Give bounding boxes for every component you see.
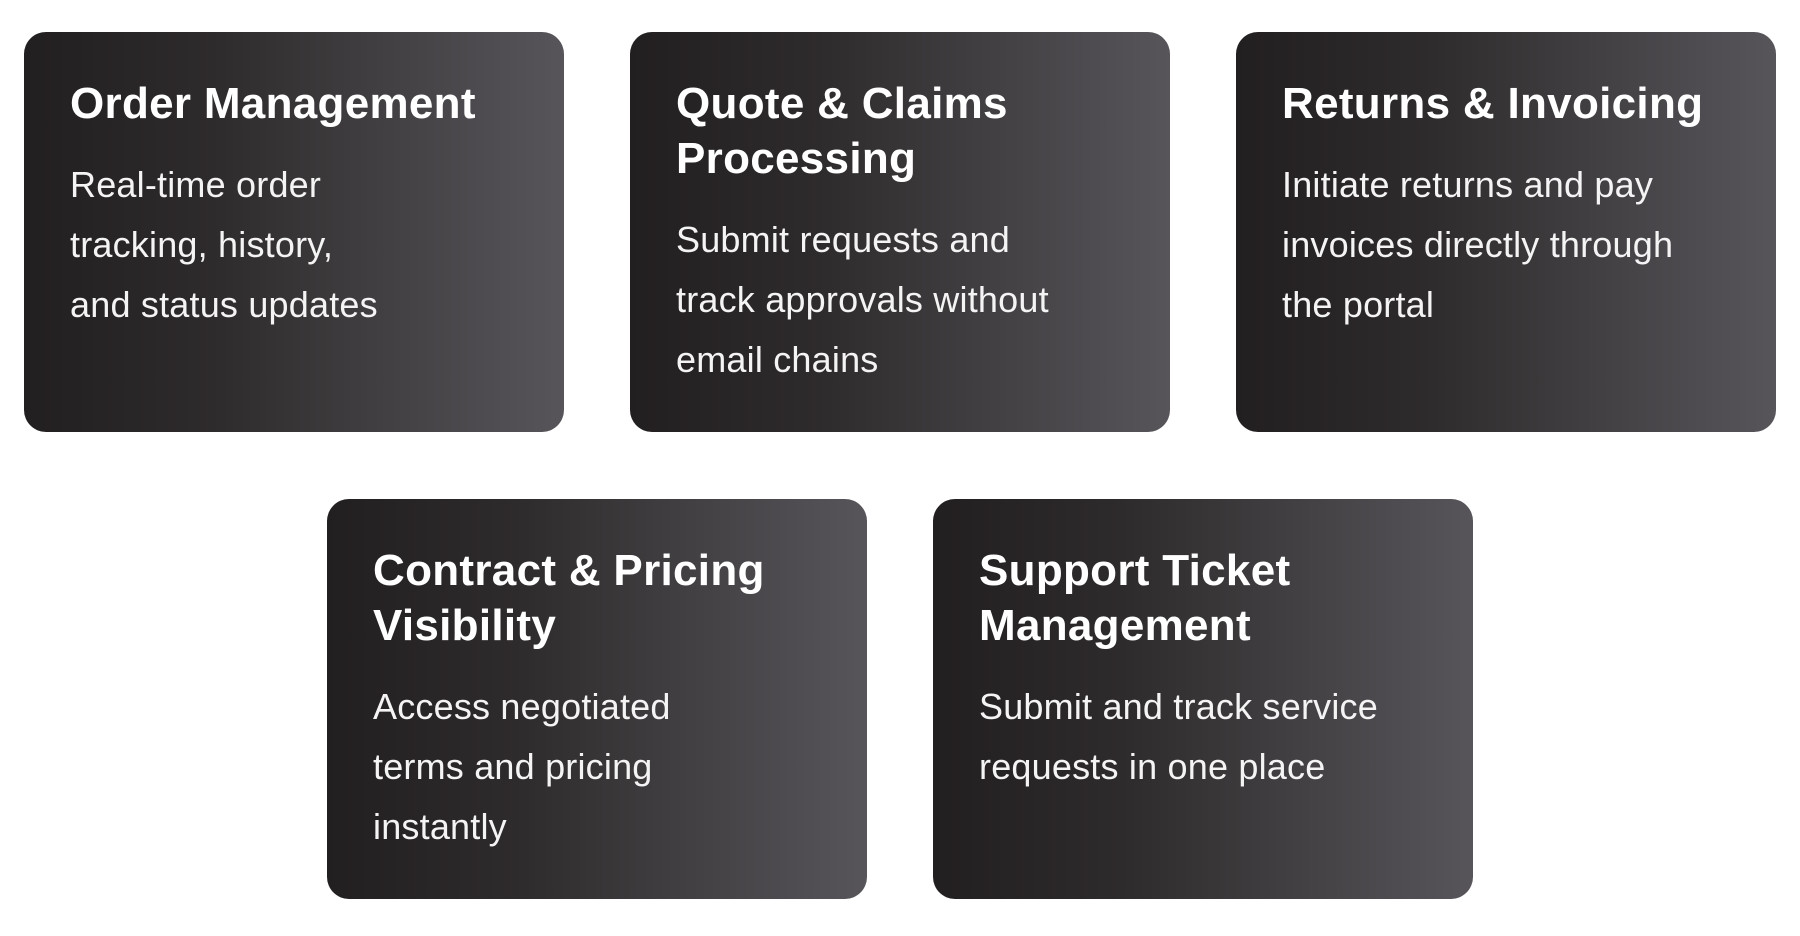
card-title: Support Ticket Management xyxy=(979,546,1291,650)
card-title: Returns & Invoicing xyxy=(1282,79,1704,128)
feature-card-quote-claims-processing: Quote & Claims Processing Submit request… xyxy=(630,32,1170,432)
card-description: Submit and track service requests in one… xyxy=(979,686,1378,787)
feature-card-returns-invoicing: Returns & Invoicing Initiate returns and… xyxy=(1236,32,1776,432)
feature-card-support-ticket-management: Support Ticket Management Submit and tra… xyxy=(933,499,1473,899)
features-row-bottom: Contract & Pricing Visibility Access neg… xyxy=(0,499,1800,899)
card-title: Contract & Pricing Visibility xyxy=(373,546,765,650)
feature-card-contract-pricing-visibility: Contract & Pricing Visibility Access neg… xyxy=(327,499,867,899)
card-title: Order Management xyxy=(70,79,476,128)
card-description: Submit requests and track approvals with… xyxy=(676,219,1049,380)
card-title: Quote & Claims Processing xyxy=(676,79,1008,183)
feature-card-order-management: Order Management Real-time order trackin… xyxy=(24,32,564,432)
features-row-top: Order Management Real-time order trackin… xyxy=(0,32,1800,432)
card-description: Initiate returns and pay invoices direct… xyxy=(1282,164,1674,325)
card-description: Real-time order tracking, history, and s… xyxy=(70,164,378,325)
card-description: Access negotiated terms and pricing inst… xyxy=(373,686,671,847)
